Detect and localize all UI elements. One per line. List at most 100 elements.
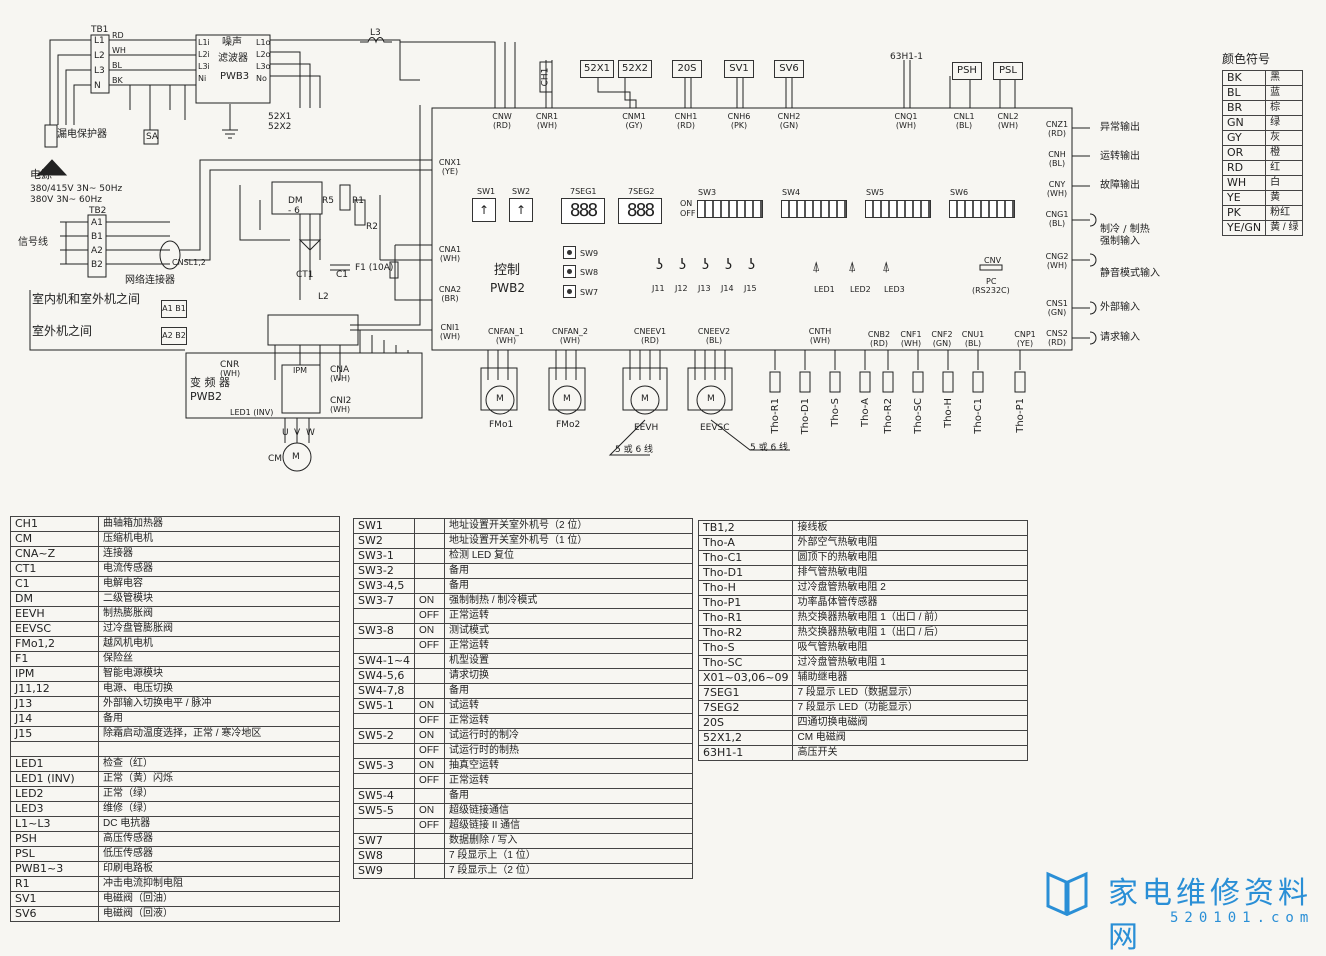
legend-desc: 备用 <box>444 563 693 579</box>
sw8-label: SW8 <box>580 268 599 277</box>
tb2-b1: B1 <box>91 232 103 242</box>
color-name: 粉红 <box>1265 205 1304 221</box>
nf-port-no: No <box>256 74 267 83</box>
tb2-label: TB2 <box>89 206 107 216</box>
cn-right-1: CNH <box>1048 150 1066 159</box>
legend-desc: 检测 LED 复位 <box>444 548 693 564</box>
legend-desc: 压缩机电机 <box>98 531 340 547</box>
jumper-icon-3: ʖ <box>702 257 710 273</box>
sensor-tho-sc: Tho-SC <box>913 398 924 434</box>
cn-top-0-color: (RD) <box>493 121 511 130</box>
legend-code: SW5-2 <box>352 728 416 744</box>
legend-code: Tho-P1 <box>697 595 794 611</box>
legend-code: FMo1,2 <box>10 636 99 652</box>
cn-top-7-color: (BL) <box>955 121 973 130</box>
sensor-tho-p1: Tho-P1 <box>1015 398 1026 433</box>
legend-code: SV1 <box>10 891 99 907</box>
nf-port-l3o: L3o <box>256 62 271 71</box>
legend-code: Tho-S <box>697 640 794 656</box>
legend-code <box>352 743 416 759</box>
cn-top-1: CNR1 <box>535 112 559 121</box>
legend-row: SW3-2 备用 <box>352 563 693 579</box>
cn-left-3: CNI1 <box>440 323 460 332</box>
color-code: YE <box>1221 190 1267 206</box>
motor-m-4: M <box>707 394 715 404</box>
sensor-tho-s: Tho-S <box>830 398 841 427</box>
cn-top-7: CNL1 <box>953 112 975 121</box>
push-switch-sw8 <box>563 265 576 278</box>
legend-desc: 检查（红） <box>98 756 340 772</box>
wire-note-1: 5 或 6 线 <box>615 445 654 455</box>
legend-state <box>414 683 446 699</box>
legend-desc: 请求切换 <box>444 668 693 684</box>
legend-state: ON <box>414 803 446 819</box>
legend-state <box>414 668 446 684</box>
legend-code: PSH <box>10 831 99 847</box>
out-desc-2: 故障输出 <box>1100 180 1140 191</box>
legend-code: F1 <box>10 651 99 667</box>
color-name: 绿 <box>1265 115 1304 131</box>
cnsl-label: CNSL1,2 <box>172 258 206 267</box>
legend-code: 7SEG2 <box>697 700 794 716</box>
noise-filter-label-2: 滤波器 <box>218 53 248 64</box>
nf-port-l1i: L1i <box>198 38 210 47</box>
ct1-label: CT1 <box>296 270 314 280</box>
legend-desc: 过冷盘管热敏电阻 2 <box>792 580 1028 596</box>
legend-code: SW3-2 <box>352 563 416 579</box>
jumper-j13: J13 <box>698 284 711 293</box>
seg2-label: 7SEG2 <box>628 187 655 196</box>
cn-top-6-color: (WH) <box>895 121 917 130</box>
tb2-block <box>87 214 107 278</box>
legend-desc: 二级管模块 <box>98 591 340 607</box>
color-name: 灰 <box>1265 130 1304 146</box>
cnr-color: (WH) <box>220 369 241 378</box>
led1-icon: ⍋ <box>812 259 821 275</box>
legend-state <box>414 788 446 804</box>
legend-code: SW5-3 <box>352 758 416 774</box>
sensor-tho-h: Tho-H <box>943 398 954 428</box>
legend-desc: 正常运转 <box>444 713 693 729</box>
brand-url: 520101.com <box>1170 910 1315 926</box>
legend-code: LED3 <box>10 801 99 817</box>
legend-desc: 数据删除 / 写入 <box>444 833 693 849</box>
legend-desc: 备用 <box>98 711 340 727</box>
jumper-j12: J12 <box>675 284 688 293</box>
seg1-label: 7SEG1 <box>570 187 597 196</box>
jumper-j11: J11 <box>652 284 665 293</box>
legend-desc: 备用 <box>444 578 693 594</box>
part-sv6: SV6 <box>774 60 804 78</box>
tb1-block <box>90 34 110 94</box>
legend-desc: 智能电源模块 <box>98 666 340 682</box>
cn-left-1: CNA1 <box>438 245 462 254</box>
jumper-icon-1: ʖ <box>656 257 664 273</box>
legend-code: Tho-C1 <box>697 550 794 566</box>
seven-seg-2: 888 <box>618 198 662 224</box>
legend-desc: 正常运转 <box>444 773 693 789</box>
cn-bot-2: CNEEV1 <box>633 327 667 336</box>
motor-m-1: M <box>496 394 504 404</box>
cn-left-2: CNA2 <box>438 285 462 294</box>
legend-desc: 7 段显示 LED（功能显示） <box>792 700 1028 716</box>
legend-desc: 保险丝 <box>98 651 340 667</box>
legend-code: SW9 <box>352 863 416 879</box>
sw2-label: SW2 <box>512 187 531 196</box>
legend-code: PSL <box>10 846 99 862</box>
nf-port-l1o: L1o <box>256 38 271 47</box>
cn-left-3-color: (WH) <box>439 332 461 341</box>
legend-code: J14 <box>10 711 99 727</box>
cn-bot-4: CNTH <box>808 327 832 336</box>
legend-code: SV6 <box>10 906 99 922</box>
cn-top-5: CNH2 <box>777 112 801 121</box>
cn-top-3-color: (RD) <box>677 121 695 130</box>
